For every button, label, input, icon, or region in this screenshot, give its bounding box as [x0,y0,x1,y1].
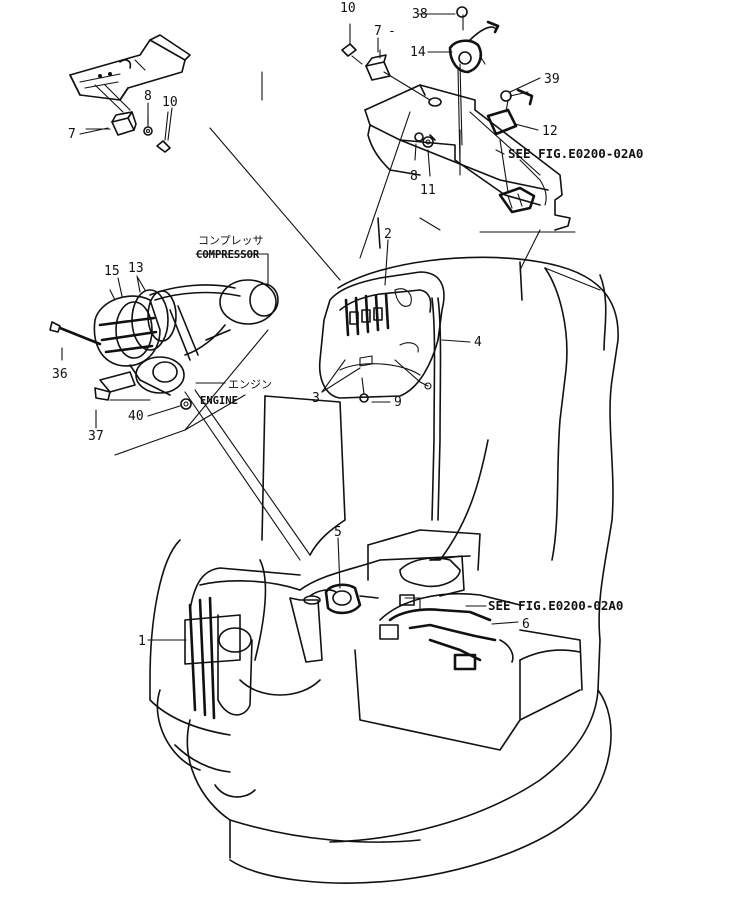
horn-14 [448,6,500,166]
label-14: 14 [410,45,426,60]
frame-inset-right [364,84,576,249]
compressor-label-jp: コンプレッサ [198,234,264,247]
label-4: 4 [474,335,482,350]
label-39: 39 [544,72,560,87]
label-13: 13 [128,261,144,276]
part-labels: 1 2 3 4 5 6 7 7 8 8 9 10 10 11 12 13 14 … [52,1,560,649]
label-37: 37 [88,429,104,444]
main-harness [431,297,442,521]
leader-lines [109,71,601,561]
engine-room-left [149,539,323,736]
label-15: 15 [104,264,120,279]
annotations: コンプレッサ COMPRESSOR エンジン ENGINE SEE FIG.E0… [196,146,643,613]
starter-motor [299,559,381,615]
label-38: 38 [412,7,428,22]
dash-mark: - [388,24,396,39]
label-36: 36 [52,367,68,382]
label-10-left: 10 [162,95,178,110]
label-9: 9 [394,395,402,410]
cab-body [156,256,619,884]
relay-7-upper [365,49,431,101]
engine-label-en: ENGINE [200,395,238,407]
bracket-inset-left [69,34,191,153]
compressor-label-en: COMPRESSOR [196,249,260,261]
label-3: 3 [312,391,320,406]
label-2: 2 [384,227,392,242]
alternator-inset [49,277,279,410]
label-7-upper: 7 [374,24,382,39]
label-leaders [61,13,541,641]
see-fig-upper: SEE FIG.E0200-02A0 [508,146,643,161]
label-12: 12 [542,124,558,139]
engine-label-jp: エンジン [228,378,272,391]
label-1: 1 [138,634,146,649]
control-console [318,271,445,403]
see-fig-lower: SEE FIG.E0200-02A0 [488,598,623,613]
label-40: 40 [128,409,144,424]
label-6: 6 [522,617,530,632]
label-8-left: 8 [144,89,152,104]
label-5: 5 [334,525,342,540]
bolt-10-upper [341,37,363,65]
label-8-upper: 8 [410,169,418,184]
label-7-left: 7 [68,127,76,142]
battery-box [354,529,583,751]
label-11: 11 [420,183,436,198]
unit-12 [486,88,534,136]
label-10-upper: 10 [340,1,356,16]
